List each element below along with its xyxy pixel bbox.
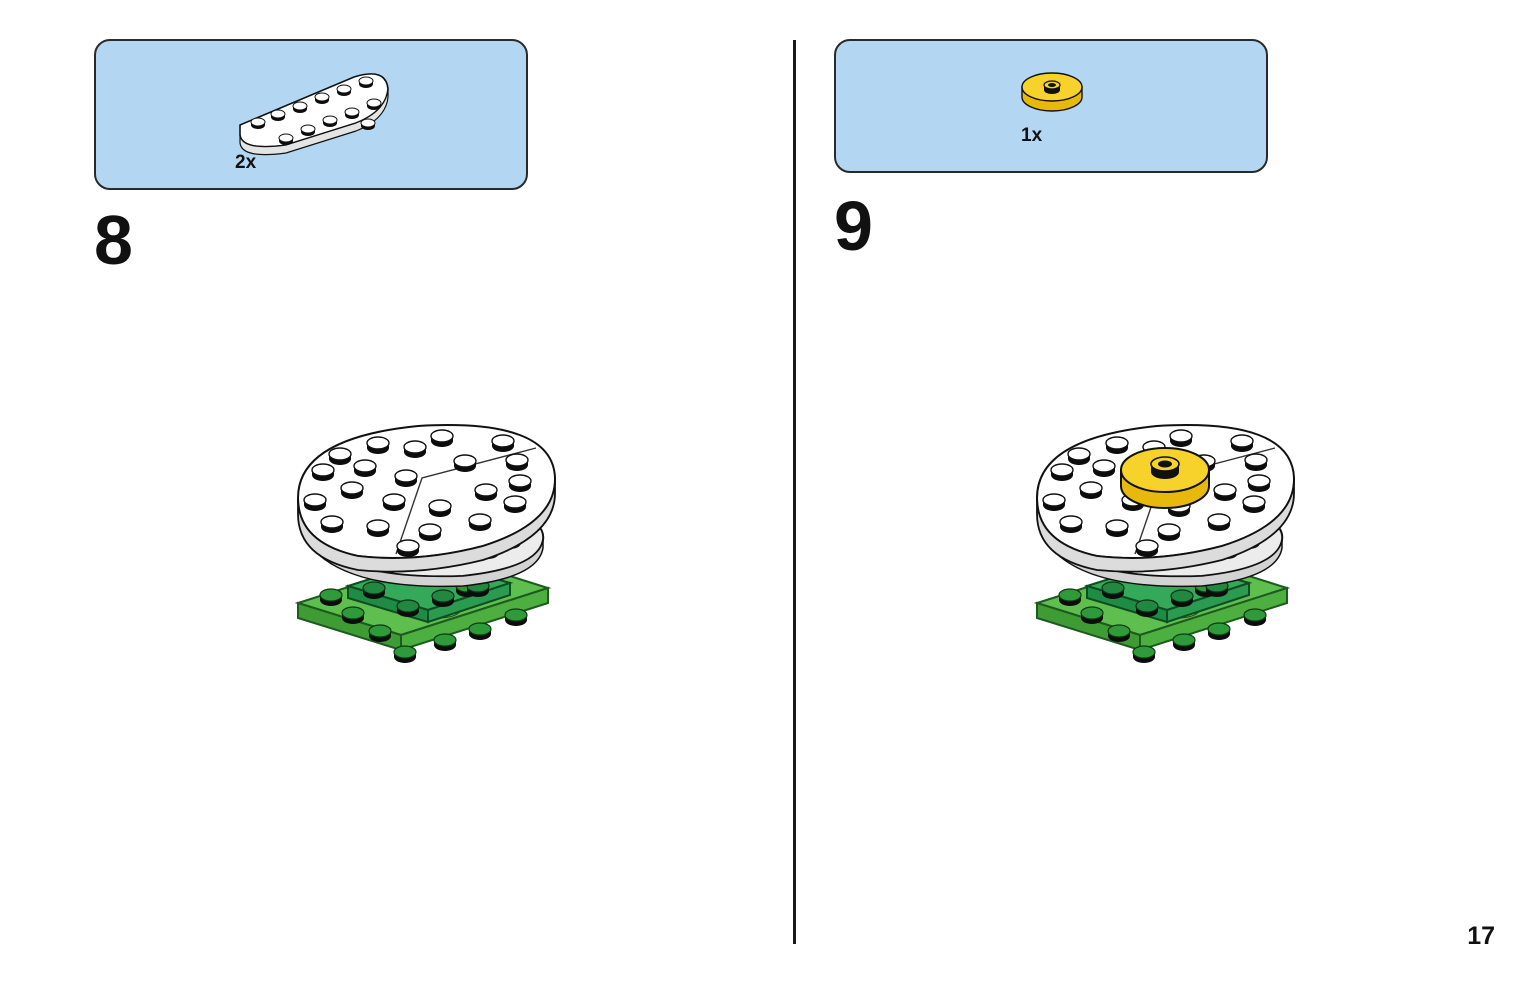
part-quantity: 1x — [1021, 125, 1043, 146]
step-number: 9 — [834, 187, 873, 265]
page-divider — [793, 40, 796, 944]
flower-model-step-9 — [1037, 418, 1307, 718]
yellow-round-tile — [1120, 447, 1210, 509]
parts-callout-step-8: 2x — [94, 39, 528, 190]
flower-model-step-8 — [298, 418, 568, 718]
page-number: 17 — [1467, 922, 1495, 950]
yellow-round-tile-icon — [1021, 72, 1083, 112]
part-quantity: 2x — [235, 152, 257, 173]
white-half-round-plate-icon — [239, 73, 389, 156]
step-number: 8 — [94, 201, 133, 279]
parts-callout-step-9: 1x — [834, 39, 1268, 173]
